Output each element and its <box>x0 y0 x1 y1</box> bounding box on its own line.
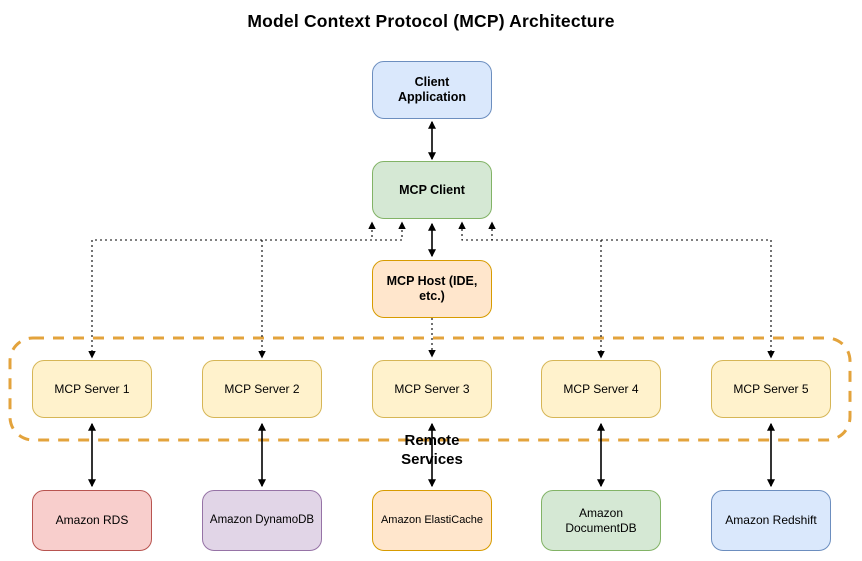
mcp-server-4-label: MCP Server 4 <box>563 381 639 396</box>
mcp-server-1-node: MCP Server 1 <box>32 360 152 418</box>
diagram-title: Model Context Protocol (MCP) Architectur… <box>247 11 615 31</box>
mcp-client-node: MCP Client <box>372 161 492 219</box>
amazon-documentdb-label: Amazon DocumentDB <box>565 505 637 535</box>
mcp-server-5-node: MCP Server 5 <box>711 360 831 418</box>
mcp-host-label: MCP Host (IDE, etc.) <box>386 274 478 303</box>
connector-mcp-server-5-mcp-client <box>488 221 775 359</box>
mcp-server-2-node: MCP Server 2 <box>202 360 322 418</box>
amazon-elasticache-node: Amazon ElastiCache <box>372 490 492 551</box>
mcp-server-4-node: MCP Server 4 <box>541 360 661 418</box>
mcp-server-5-label: MCP Server 5 <box>733 381 809 396</box>
connector-mcp-server-2-mcp-client <box>258 221 406 359</box>
amazon-redshift-label: Amazon Redshift <box>725 513 817 527</box>
amazon-rds-node: Amazon RDS <box>32 490 152 551</box>
amazon-rds-label: Amazon RDS <box>55 513 129 527</box>
client-application-node: Client Application <box>372 61 492 119</box>
amazon-dynamodb-node: Amazon DynamoDB <box>202 490 322 551</box>
mcp-server-3-label: MCP Server 3 <box>394 381 470 396</box>
mcp-server-3-node: MCP Server 3 <box>372 360 492 418</box>
amazon-documentdb-node: Amazon DocumentDB <box>541 490 661 551</box>
mcp-host-node: MCP Host (IDE, etc.) <box>372 260 492 318</box>
client-application-label: Client Application <box>397 75 467 104</box>
mcp-server-2-label: MCP Server 2 <box>224 381 300 396</box>
amazon-elasticache-label: Amazon ElastiCache <box>380 514 484 526</box>
remote-services-label: Remote Services <box>401 432 463 468</box>
amazon-redshift-node: Amazon Redshift <box>711 490 831 551</box>
mcp-server-1-label: MCP Server 1 <box>54 381 130 396</box>
amazon-dynamodb-label: Amazon DynamoDB <box>209 514 315 526</box>
mcp-client-label: MCP Client <box>399 182 465 197</box>
